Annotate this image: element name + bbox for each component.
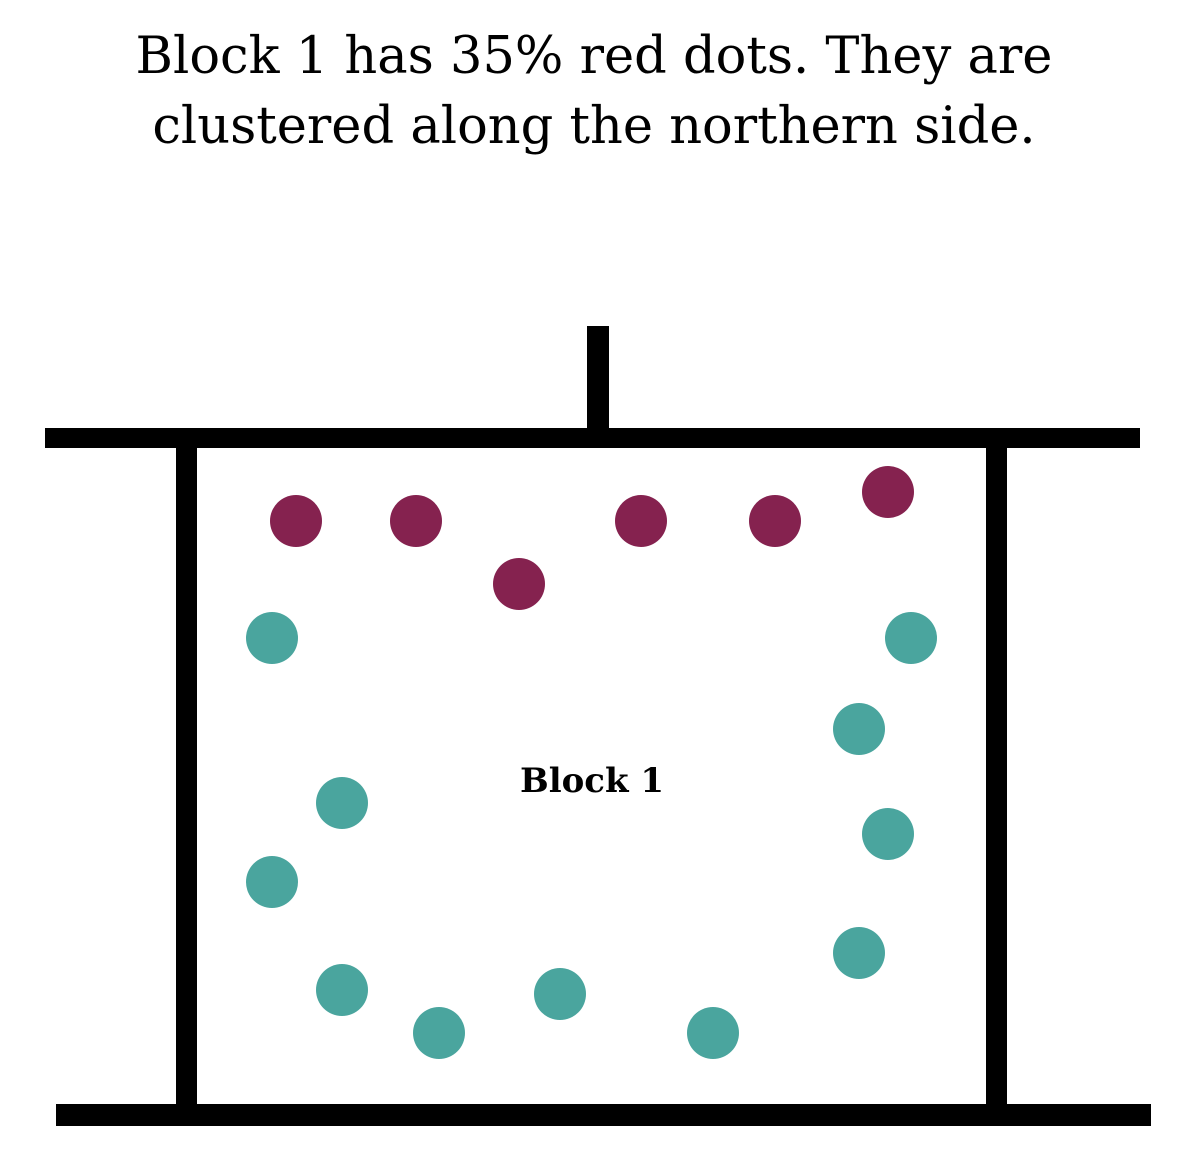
red-dot bbox=[615, 495, 667, 547]
teal-dot bbox=[885, 612, 937, 664]
north-street-line bbox=[45, 428, 1140, 448]
red-dots-group bbox=[270, 466, 914, 610]
east-wall bbox=[986, 438, 1007, 1110]
teal-dot bbox=[833, 927, 885, 979]
teal-dot bbox=[833, 703, 885, 755]
teal-dot bbox=[316, 777, 368, 829]
teal-dot bbox=[687, 1007, 739, 1059]
caption-line-1: Block 1 has 35% red dots. They are bbox=[135, 27, 1053, 86]
red-dot bbox=[390, 495, 442, 547]
block-label: Block 1 bbox=[520, 761, 664, 801]
teal-dot bbox=[316, 964, 368, 1016]
red-dot bbox=[862, 466, 914, 518]
south-street-line bbox=[56, 1104, 1151, 1126]
street-walls bbox=[45, 326, 1151, 1126]
teal-dot bbox=[246, 612, 298, 664]
teal-dot bbox=[534, 968, 586, 1020]
caption: Block 1 has 35% red dots. They are clust… bbox=[0, 22, 1188, 162]
teal-dot bbox=[246, 856, 298, 908]
teal-dots-group bbox=[246, 612, 937, 1059]
teal-dot bbox=[413, 1007, 465, 1059]
caption-line-2: clustered along the northern side. bbox=[152, 97, 1036, 156]
north-stub-line bbox=[587, 326, 609, 436]
red-dot bbox=[493, 558, 545, 610]
teal-dot bbox=[862, 808, 914, 860]
red-dot bbox=[749, 495, 801, 547]
west-wall bbox=[176, 438, 197, 1110]
red-dot bbox=[270, 495, 322, 547]
